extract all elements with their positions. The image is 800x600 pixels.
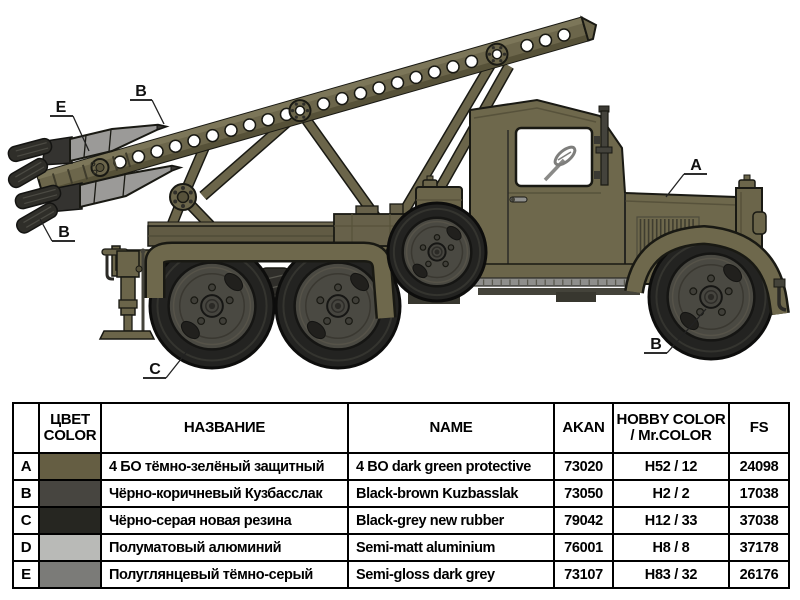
callout-C: C xyxy=(143,348,190,379)
rail-joint-flanges xyxy=(288,42,509,123)
row-letter: E xyxy=(12,560,40,589)
row-letter: B xyxy=(12,479,40,508)
rear-jack xyxy=(98,248,156,340)
row-fs: 37178 xyxy=(728,533,790,562)
rear-wheel-1 xyxy=(148,242,276,370)
row-fs: 26176 xyxy=(728,560,790,589)
front-wheel xyxy=(647,233,775,361)
pivot-flange xyxy=(169,183,197,211)
callout-B-right: B xyxy=(644,308,707,354)
rail-lock-mechanism xyxy=(90,158,110,177)
callout-B-top: B xyxy=(130,83,165,125)
rocket-fins xyxy=(7,137,62,234)
color-swatch xyxy=(38,452,102,481)
row-hobby: H2 / 2 xyxy=(612,479,730,508)
row-akan: 73107 xyxy=(553,560,614,589)
row-hobby: H8 / 8 xyxy=(612,533,730,562)
row-hobby: H12 / 33 xyxy=(612,506,730,535)
row-letter: A xyxy=(12,452,40,481)
running-board xyxy=(461,277,645,287)
row-akan: 73050 xyxy=(553,479,614,508)
callout-E: E xyxy=(50,99,90,152)
rocket-fuze-tip xyxy=(156,124,168,131)
headlight-bracket xyxy=(752,211,767,235)
row-name-ru: Полуглянцевый тёмно-серый xyxy=(100,560,349,589)
color-swatch xyxy=(38,479,102,508)
svg-text:C: C xyxy=(149,361,161,378)
row-name-en: Semi-matt aluminium xyxy=(347,533,555,562)
row-fs: 24098 xyxy=(728,452,790,481)
row-name-ru: Полуматовый алюминий xyxy=(100,533,349,562)
color-swatch xyxy=(38,506,102,535)
rocket-fuze-tip xyxy=(170,165,182,172)
row-hobby: H83 / 32 xyxy=(612,560,730,589)
svg-text:E: E xyxy=(56,99,67,116)
paint-table: ЦВЕТ COLOR НАЗВАНИЕ NAME AKAN HOBBY COLO… xyxy=(12,402,790,589)
launch-rail xyxy=(35,15,598,198)
row-name-ru: 4 БО тёмно-зелёный защитный xyxy=(100,452,349,481)
header-name-ru: НАЗВАНИЕ xyxy=(100,402,349,454)
color-swatch xyxy=(38,533,102,562)
color-swatch xyxy=(38,560,102,589)
svg-text:B: B xyxy=(650,336,662,353)
header-hobby-line2: / Mr.COLOR xyxy=(630,427,712,444)
row-akan: 76001 xyxy=(553,533,614,562)
row-name-en: Black-grey new rubber xyxy=(347,506,555,535)
cab-rear-rod xyxy=(595,105,613,186)
steering-wheel xyxy=(543,145,577,182)
rail-lightening-holes xyxy=(113,28,571,169)
header-name-en: NAME xyxy=(347,402,555,454)
row-akan: 79042 xyxy=(553,506,614,535)
header-hobby-color: HOBBY COLOR / Mr.COLOR xyxy=(612,402,730,454)
rocket-lower xyxy=(79,164,184,209)
table-header-row: ЦВЕТ COLOR НАЗВАНИЕ NAME AKAN HOBBY COLO… xyxy=(12,402,790,454)
svg-text:B: B xyxy=(135,83,147,100)
header-akan: AKAN xyxy=(553,402,614,454)
rear-wheel-2 xyxy=(274,242,402,370)
header-color-line2: COLOR xyxy=(43,427,97,444)
rear-fender xyxy=(144,241,397,319)
row-fs: 17038 xyxy=(728,479,790,508)
svg-text:B: B xyxy=(58,224,70,241)
front-fender xyxy=(624,225,790,316)
callout-B-left: B xyxy=(39,218,75,242)
row-hobby: H52 / 12 xyxy=(612,452,730,481)
rocket-upper xyxy=(69,123,170,163)
header-color: ЦВЕТ COLOR xyxy=(38,402,102,454)
header-hobby-line1: HOBBY COLOR xyxy=(616,411,726,428)
row-name-en: 4 BO dark green protective xyxy=(347,452,555,481)
window-hinge xyxy=(594,136,600,144)
vehicle-illustration: E B B C B A xyxy=(7,15,790,379)
starting-crank xyxy=(777,284,787,312)
header-index xyxy=(12,402,40,454)
row-name-en: Semi-gloss dark grey xyxy=(347,560,555,589)
rail-end-cap xyxy=(580,15,598,42)
row-name-en: Black-brown Kuzbasslak xyxy=(347,479,555,508)
paint-callouts: E B B C B A xyxy=(39,83,707,379)
roof-edge xyxy=(473,107,597,123)
window-hinge xyxy=(594,171,600,179)
truck-cab xyxy=(469,98,626,286)
svg-text:A: A xyxy=(690,157,702,174)
row-name-ru: Чёрно-коричневый Кузбасслак xyxy=(100,479,349,508)
callout-A: A xyxy=(665,157,707,198)
row-letter: D xyxy=(12,533,40,562)
header-fs: FS xyxy=(728,402,790,454)
row-fs: 37038 xyxy=(728,506,790,535)
row-letter: C xyxy=(12,506,40,535)
row-akan: 73020 xyxy=(553,452,614,481)
row-name-ru: Чёрно-серая новая резина xyxy=(100,506,349,535)
header-color-line1: ЦВЕТ xyxy=(50,411,90,428)
cab-window xyxy=(514,126,594,188)
spare-wheel xyxy=(386,201,488,303)
rockets xyxy=(7,123,184,234)
